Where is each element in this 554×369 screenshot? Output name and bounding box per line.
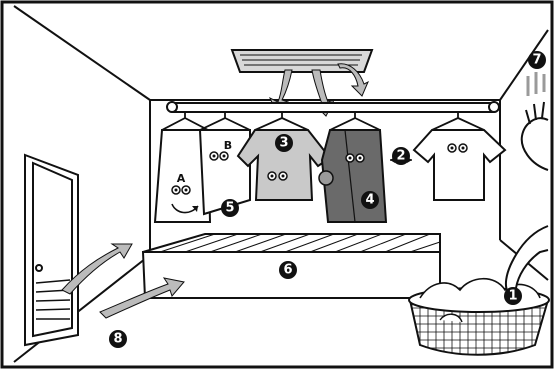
- marker-8: 8: [109, 330, 127, 348]
- marker-2: 2: [392, 147, 410, 165]
- marker-6: 6: [279, 261, 297, 279]
- door-knob: [36, 265, 42, 271]
- svg-text:6: 6: [283, 263, 292, 278]
- svg-text:7: 7: [532, 53, 541, 68]
- marker-5: 5: [221, 199, 239, 217]
- door: [25, 155, 78, 345]
- laundry-basket: [409, 279, 549, 355]
- clothes-rod: [167, 102, 499, 112]
- svg-text:8: 8: [113, 332, 122, 347]
- marker-1: 1: [504, 287, 522, 305]
- svg-text:5: 5: [225, 201, 234, 216]
- label-a: A: [177, 172, 186, 185]
- marker-4: 4: [361, 191, 379, 209]
- svg-text:2: 2: [396, 149, 405, 164]
- garment-4-coat: [319, 130, 386, 222]
- marker-3: 3: [275, 134, 293, 152]
- svg-text:4: 4: [365, 193, 374, 208]
- label-b: B: [224, 139, 232, 152]
- marker-7: 7: [528, 51, 546, 69]
- svg-text:1: 1: [508, 289, 517, 304]
- coat-face-symbol: [319, 171, 333, 185]
- svg-text:3: 3: [279, 136, 288, 151]
